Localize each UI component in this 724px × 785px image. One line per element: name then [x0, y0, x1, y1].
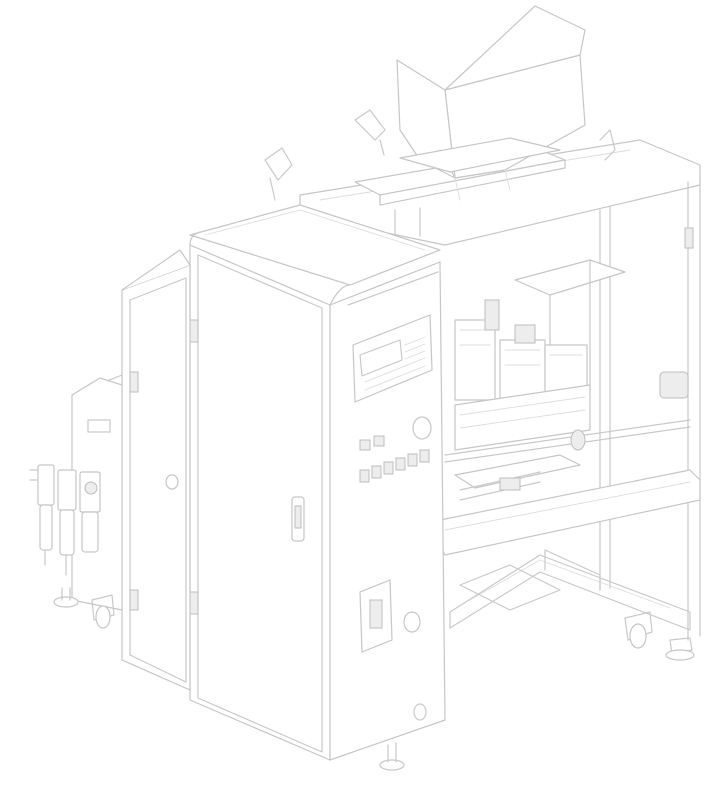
leveling-foot-icon [379, 759, 405, 771]
hinge-icon [189, 591, 199, 615]
internal-mechanism [454, 259, 626, 501]
button-row-lower [359, 449, 430, 483]
hopper [264, 5, 616, 241]
door-knob-icon [165, 474, 179, 490]
air-filter-regulator [29, 464, 101, 576]
hinge-icon [129, 371, 139, 393]
hinge-icon [129, 589, 139, 611]
pressure-gauge-icon [84, 481, 98, 495]
caster-wheel-right [624, 611, 695, 661]
control-panel-display [352, 314, 433, 403]
button-row-upper [359, 435, 385, 451]
hinge-icon [189, 319, 199, 343]
hinge-icon [684, 227, 694, 249]
latch-icon [659, 371, 689, 399]
emergency-stop-icon [403, 611, 421, 633]
power-switch [359, 579, 421, 653]
caster-wheel-left [53, 587, 115, 629]
main-cabinet [189, 204, 446, 771]
rotary-knob-icon [412, 416, 432, 440]
left-cabinet [121, 249, 191, 691]
pneumatic-section [29, 374, 123, 629]
